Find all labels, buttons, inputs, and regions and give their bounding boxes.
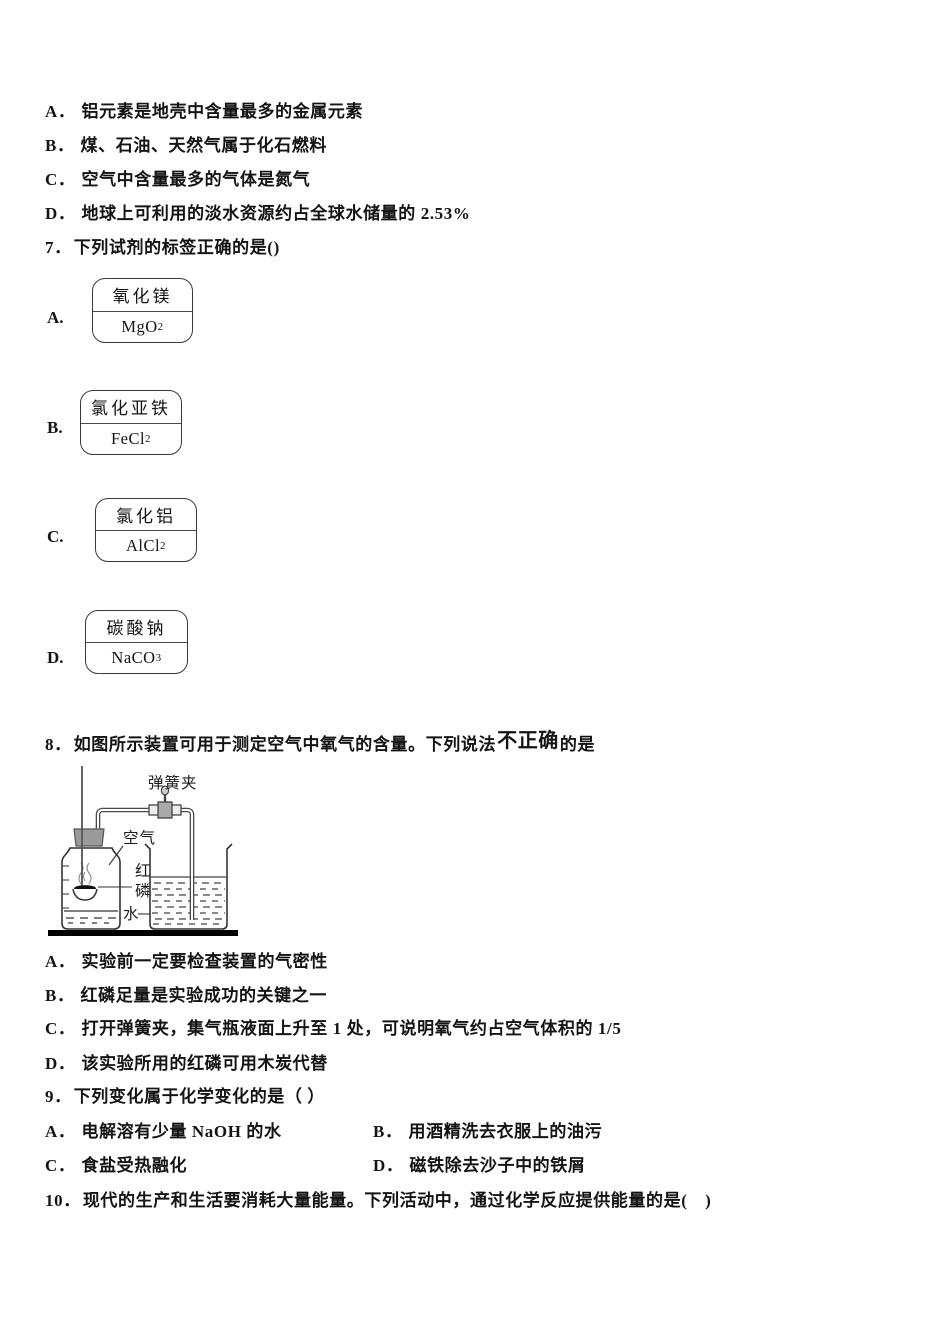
oxygen-measurement-apparatus-diagram: 弹簧夹 空气 红 磷 水 [48,766,238,936]
option-text: 空气中含量最多的气体是氮气 [81,170,311,189]
combustion-spoon [72,766,98,901]
question-highlight-incorrect: 不正确 [497,730,559,752]
option-text: 实验前一定要检查装置的气密性 [81,952,328,971]
formula-base: MgO [121,316,158,336]
option-text: 红磷足量是实验成功的关键之一 [80,986,327,1005]
formula-base: NaCO [111,648,156,668]
option-letter: B． [45,136,75,155]
q8-option-b: B． 红磷足量是实验成功的关键之一 [45,986,327,1006]
option-text: 电解溶有少量 NaOH 的水 [81,1122,282,1141]
option-letter: C． [45,170,76,189]
q7-bottle-a-letter: A. [47,308,64,327]
question-text-after: 的是 [559,735,596,754]
q6-option-b: B． 煤、石油、天然气属于化石燃料 [45,136,327,156]
q9-option-d: D． 磁铁除去沙子中的铁屑 [373,1156,585,1176]
question-text: 下列变化属于化学变化的是（ ） [73,1087,325,1106]
option-letter: D． [45,1054,76,1073]
q6-option-a: A． 铝元素是地壳中含量最多的金属元素 [45,102,363,122]
option-text: 煤、石油、天然气属于化石燃料 [80,136,327,155]
q9-option-a: A． 电解溶有少量 NaOH 的水 [45,1122,282,1142]
option-text: 食盐受热融化 [81,1156,188,1175]
q6-option-d: D． 地球上可利用的淡水资源约占全球水储量的 2.53% [45,204,470,224]
question-7-stem: 7．下列试剂的标签正确的是() [45,238,280,258]
option-letter: B． [373,1122,403,1141]
question-9-stem: 9．下列变化属于化学变化的是（ ） [45,1087,325,1107]
option-letter: A． [45,952,76,971]
q8-option-a: A． 实验前一定要检查装置的气密性 [45,952,328,972]
reagent-name: 碳酸钠 [86,611,187,644]
q6-option-c: C． 空气中含量最多的气体是氮气 [45,170,310,190]
question-text: 现代的生产和生活要消耗大量能量。下列活动中，通过化学反应提供能量的是( ) [82,1191,712,1210]
q7-bottle-d-letter: D. [47,648,64,667]
label-air: 空气 [123,829,156,847]
question-number: 8． [45,735,72,754]
option-letter: D． [373,1156,404,1175]
option-letter: C． [45,1019,76,1038]
formula-base: FeCl [110,428,146,448]
question-number: 7． [45,238,72,257]
question-text: 下列试剂的标签正确的是() [73,238,280,257]
formula-base: AlCl [125,536,161,556]
reagent-name: 氯化铝 [96,499,196,532]
option-letter: A． [45,102,76,121]
question-number: 9． [45,1087,72,1106]
pointer-lines [98,845,150,915]
option-letter: A． [45,1122,76,1141]
option-text: 地球上可利用的淡水资源约占全球水储量的 2.53% [81,204,471,223]
label-water: 水 [123,905,140,923]
spring-clamp-icon [148,785,182,819]
option-text: 打开弹簧夹，集气瓶液面上升至 1 处，可说明氧气约占空气体积的 1/5 [81,1019,622,1038]
rubber-stopper [73,828,105,847]
option-text: 用酒精洗去衣服上的油污 [408,1122,603,1141]
option-text: 铝元素是地壳中含量最多的金属元素 [81,102,364,121]
q8-option-d: D． 该实验所用的红磷可用木炭代替 [45,1054,328,1074]
label-red-phosphorus-1: 红 [135,862,152,880]
beaker-water [151,876,226,925]
question-8-stem: 8．如图所示装置可用于测定空气中氧气的含量。下列说法不正确的是 [45,731,596,755]
bottle-water [64,910,118,924]
q9-option-b: B． 用酒精洗去衣服上的油污 [373,1122,602,1142]
q7-bottle-c-letter: C. [47,527,64,546]
option-text: 磁铁除去沙子中的铁屑 [409,1156,586,1175]
option-letter: D． [45,204,76,223]
question-text-before: 如图所示装置可用于测定空气中氧气的含量。下列说法 [73,735,497,754]
option-text: 该实验所用的红磷可用木炭代替 [81,1054,328,1073]
beaker [144,843,233,930]
q9-option-c: C． 食盐受热融化 [45,1156,187,1176]
option-letter: B． [45,986,75,1005]
bottle-scale-ticks [62,865,69,909]
question-10-stem: 10．现代的生产和生活要消耗大量能量。下列活动中，通过化学反应提供能量的是( ) [45,1191,711,1211]
label-spring-clamp: 弹簧夹 [148,774,198,792]
reagent-name: 氯化亚铁 [81,391,181,424]
label-red-phosphorus-2: 磷 [135,882,152,900]
question-number: 10． [45,1191,81,1210]
option-letter: C． [45,1156,76,1175]
q8-option-c: C． 打开弹簧夹，集气瓶液面上升至 1 处，可说明氧气约占空气体积的 1/5 [45,1019,621,1039]
q7-bottle-b-letter: B. [47,418,63,437]
connecting-tube [95,807,195,920]
reagent-name: 氧化镁 [93,279,192,312]
